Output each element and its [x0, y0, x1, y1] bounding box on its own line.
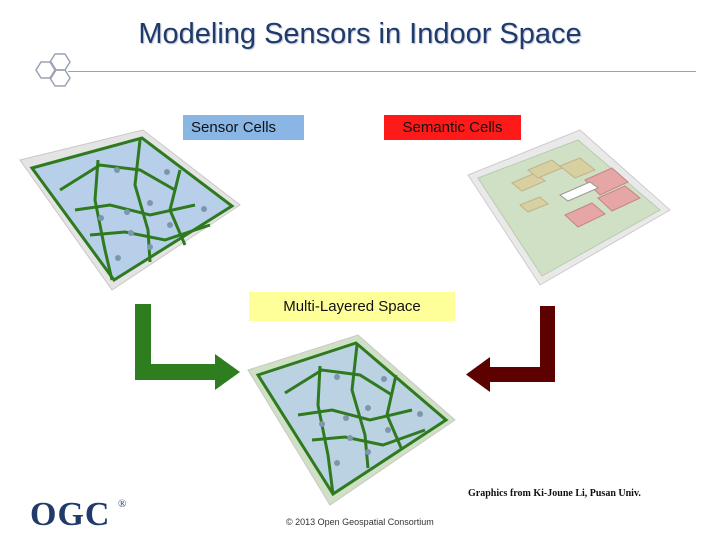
copyright-footer: © 2013 Open Geospatial Consortium [286, 517, 434, 527]
sensor-cells-floor [19, 129, 241, 291]
semantic-cells-floor [467, 129, 671, 286]
registered-mark: ® [118, 498, 127, 510]
page-title: Modeling Sensors in Indoor Space [138, 18, 582, 50]
semantic-arrow [466, 306, 555, 392]
hexagon-logo-icon [35, 53, 71, 87]
semantic-cells-label: Semantic Cells [384, 115, 521, 140]
title-divider [68, 71, 696, 72]
ogc-logo: OGC [30, 496, 111, 533]
multi-layered-space-label: Multi-Layered Space [249, 292, 455, 321]
sensor-arrow [135, 304, 240, 390]
sensor-dots [98, 167, 207, 261]
graphics-credit: Graphics from Ki-Joune Li, Pusan Univ. [468, 488, 641, 499]
sensor-cells-label: Sensor Cells [183, 115, 304, 140]
multi-layered-floor [247, 334, 456, 506]
